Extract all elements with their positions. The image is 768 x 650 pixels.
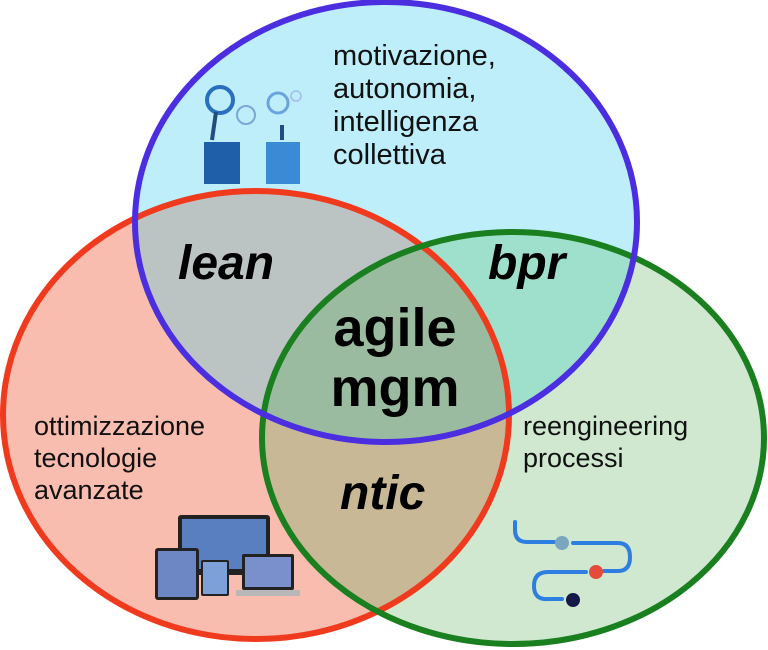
circle-right-outline <box>259 229 767 647</box>
devices-icon <box>155 515 300 600</box>
right-label-line: reengineering <box>523 411 689 441</box>
process-node-1 <box>555 536 569 550</box>
left-label-line: avanzate <box>34 475 144 505</box>
people-gears-icon <box>204 85 302 184</box>
intersection-ntic: ntic <box>340 467 426 520</box>
left-label-line: ottimizzazione <box>34 411 206 441</box>
top-label-line: autonomia, <box>333 73 477 105</box>
process-node-3 <box>566 593 580 607</box>
intersection-lean: lean <box>178 237 275 290</box>
right-label-line: processi <box>523 443 624 473</box>
center-label: agile mgm <box>300 298 490 418</box>
left-label-line: tecnologie <box>34 443 158 473</box>
top-label-line: collettiva <box>333 139 446 171</box>
center-line-2: mgm <box>330 358 460 418</box>
process-node-2 <box>589 565 603 579</box>
center-line-1: agile <box>333 298 457 358</box>
right-set-label: reengineering processi <box>523 410 688 474</box>
left-set-label: ottimizzazione tecnologie avanzate <box>34 410 205 506</box>
top-set-label: motivazione, autonomia, intelligenza col… <box>333 40 496 172</box>
top-label-line: intelligenza <box>333 106 479 138</box>
top-label-line: motivazione, <box>333 40 496 72</box>
circle-top-outline <box>132 0 640 445</box>
intersection-bpr: bpr <box>488 237 566 290</box>
process-path-icon <box>513 520 633 602</box>
